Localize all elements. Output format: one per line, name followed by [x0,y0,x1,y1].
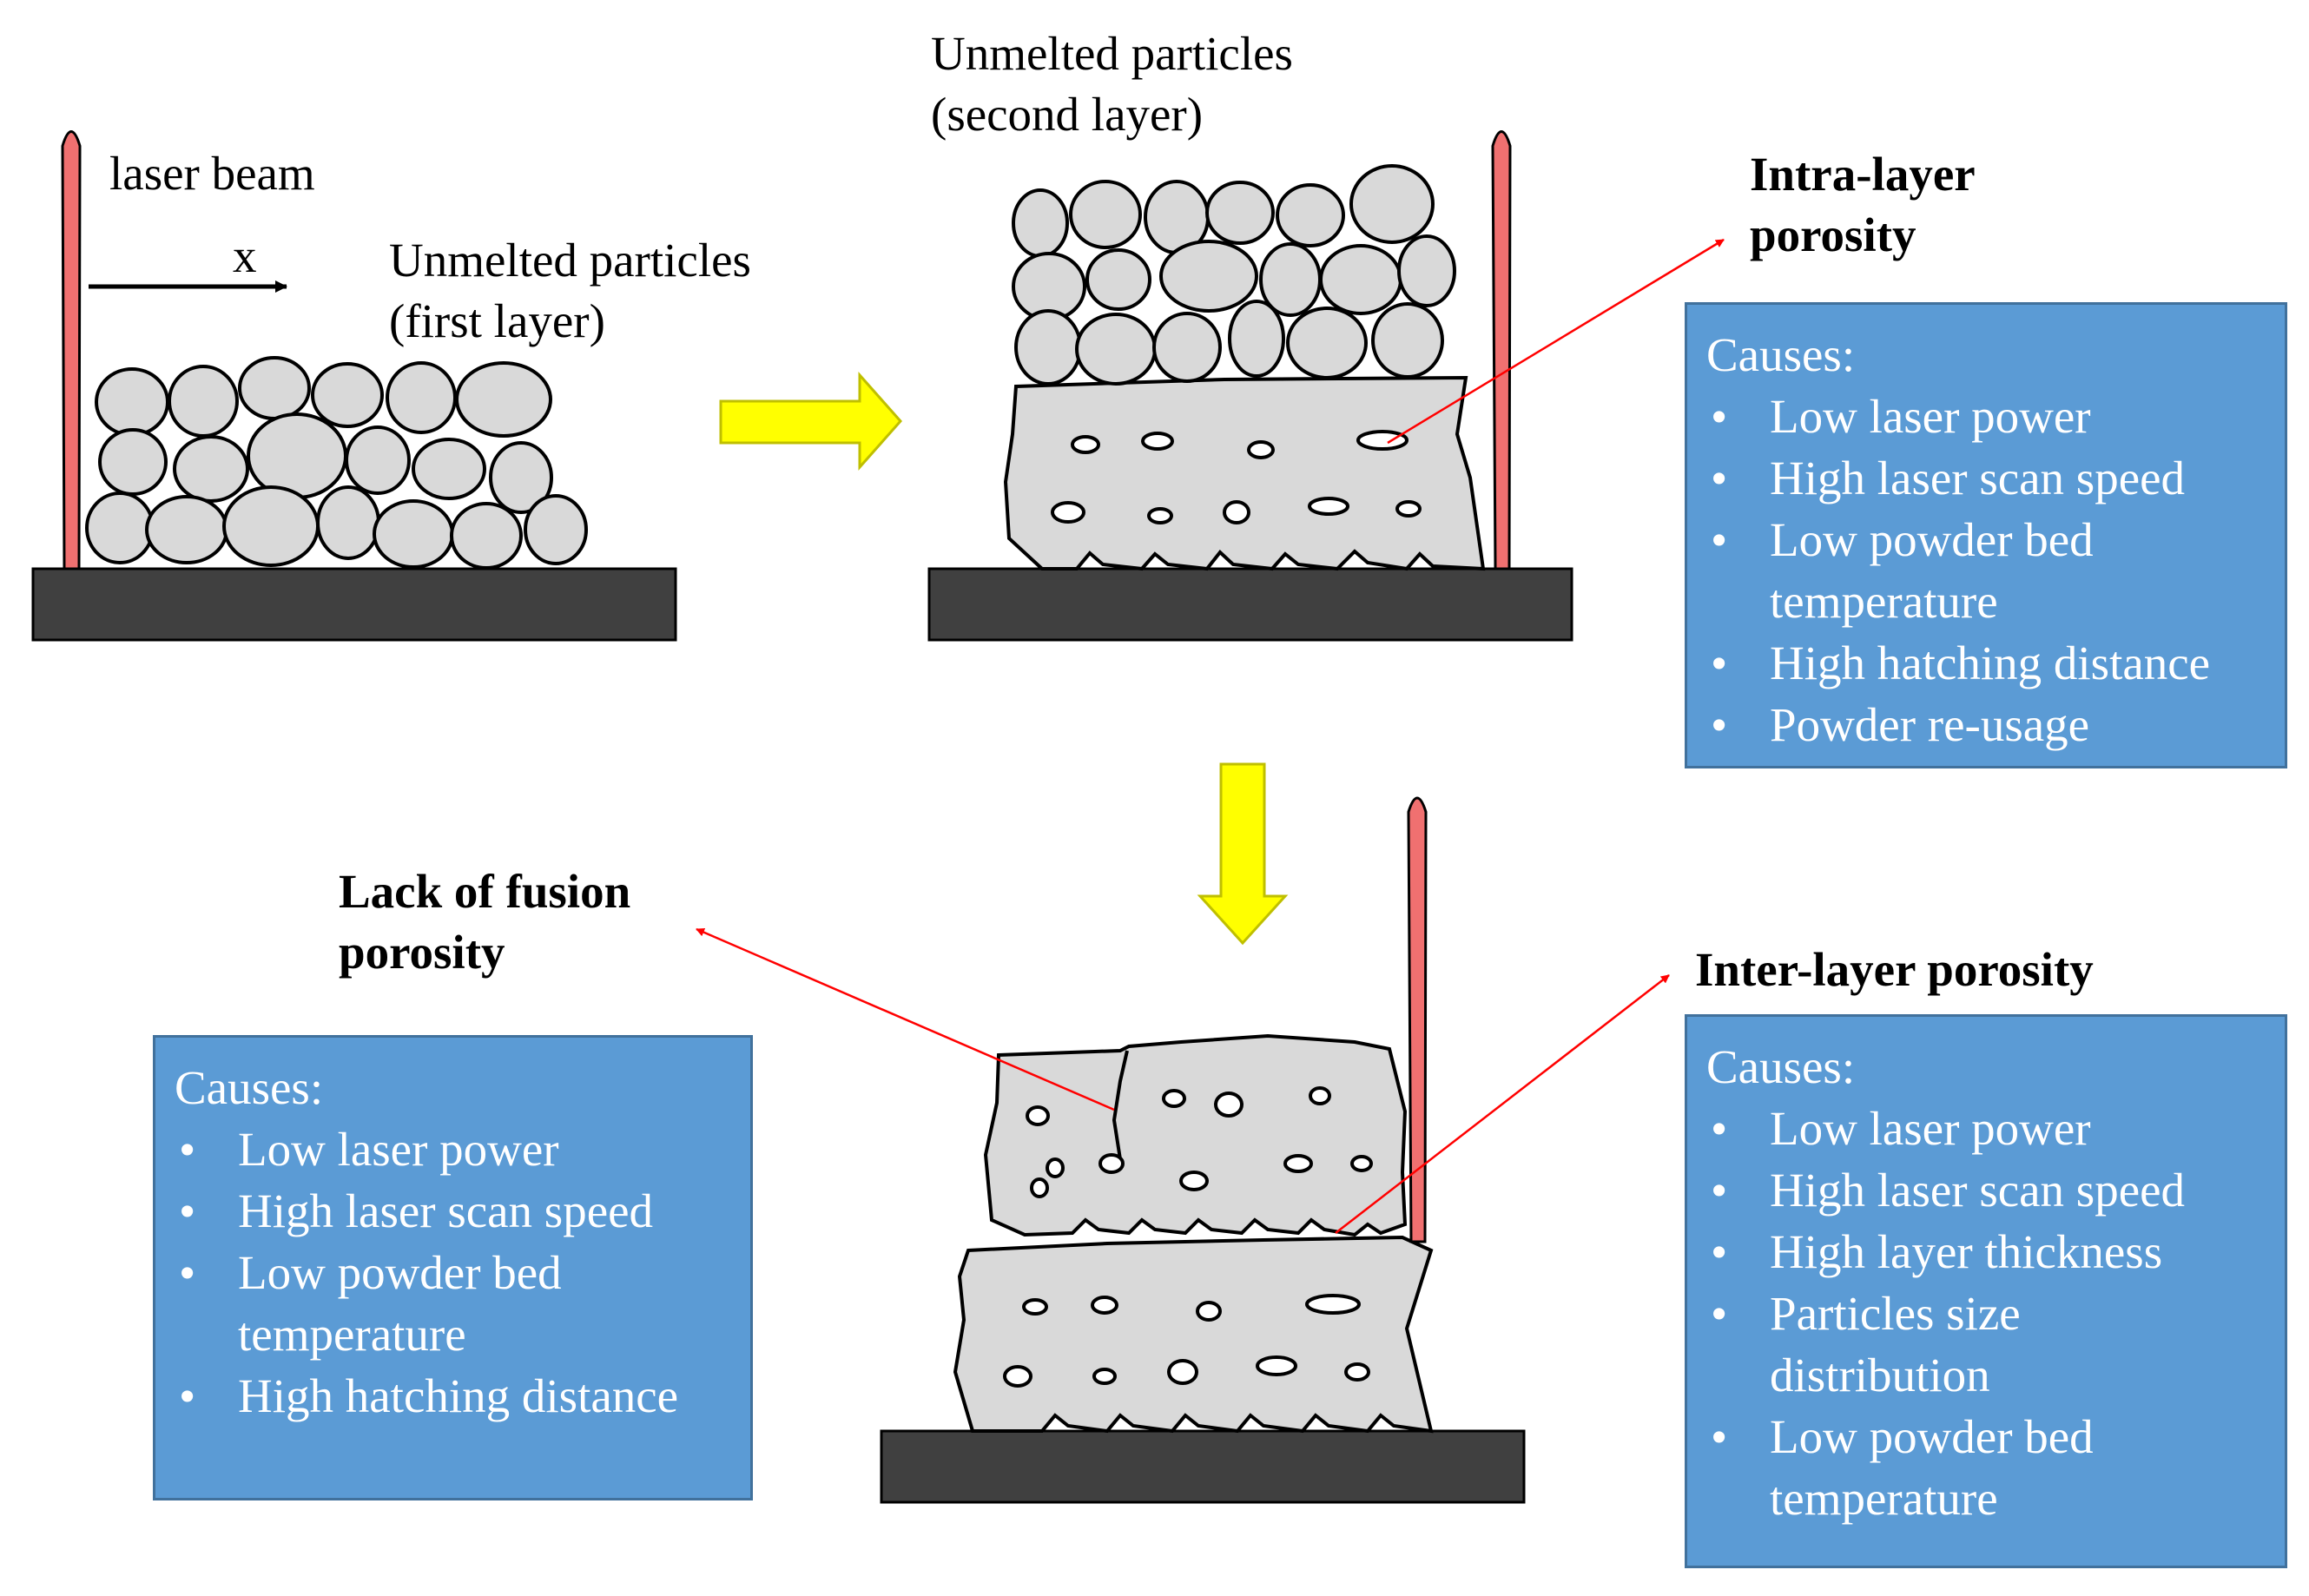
intra-layer-pointer [1387,238,1725,445]
lack-title-line-2: porosity [339,926,505,979]
laser-beam-2 [1491,130,1512,570]
laser-beam-3 [1407,796,1428,1243]
intra-causes-header: Causes: [1706,328,1856,381]
lower-layer-pores [1003,1294,1370,1388]
laser-beam-label: laser beam [109,147,315,200]
inter-layer-causes-box: Causes: Low laser power High laser scan … [1685,1014,2287,1568]
melted-layer-lower [953,1235,1434,1434]
lack-cause-item: High laser scan speed [175,1180,750,1242]
inter-cause-item: Low laser power [1706,1098,2285,1159]
lack-of-fusion-pointer [696,927,1115,1111]
lack-causes-header: Causes: [175,1061,324,1114]
inter-causes-list: Low laser power High laser scan speed Hi… [1706,1098,2285,1529]
lack-of-fusion-title: Lack of fusion porosity [339,861,630,983]
inter-cause-item: High laser scan speed [1706,1159,2285,1221]
intra-cause-item: Powder re-usage [1706,694,2285,755]
process-arrow-down [1197,762,1289,946]
inter-cause-item: Low powder bed temperature [1706,1406,2134,1529]
stage-1 [31,130,677,642]
intra-layer-title: Intra-layer porosity [1750,144,1976,266]
melted-layer-upper [983,1033,1408,1237]
unmelted-first-line-2: (first layer) [389,294,605,347]
x-axis-label: x [233,229,257,282]
powder-particles-first-layer [85,356,588,570]
intra-title-line-1: Intra-layer [1750,148,1976,201]
inter-causes-header: Causes: [1706,1040,1856,1093]
inter-layer-title: Inter-layer porosity [1695,943,2094,996]
inter-layer-pointer [1335,974,1670,1234]
build-platform-2 [927,567,1573,642]
upper-layer-pores [1026,1086,1373,1198]
laser-beam-1 [61,130,82,570]
intra-layer-pores [1051,430,1422,524]
lack-cause-item: High hatching distance [175,1365,750,1427]
intra-cause-item: Low laser power [1706,386,2285,447]
unmelted-second-line-2: (second layer) [931,88,1204,141]
lack-of-fusion-causes-box: Causes: Low laser power High laser scan … [153,1035,753,1500]
intra-cause-item: High laser scan speed [1706,447,2285,509]
inter-cause-item: Particles size distribution [1706,1283,2065,1406]
stage-3 [880,796,1526,1504]
powder-particles-second-layer [1012,164,1456,386]
lack-cause-item: Low powder bed temperature [175,1242,603,1365]
intra-cause-item: Low powder bed temperature [1706,509,2134,632]
lack-causes-list: Low laser power High laser scan speed Lo… [175,1118,750,1427]
unmelted-first-label: Unmelted particles (first layer) [389,230,751,352]
build-platform-1 [31,567,677,642]
process-arrow-right [719,372,903,471]
build-platform-3 [880,1429,1526,1504]
intra-layer-causes-box: Causes: Low laser power High laser scan … [1685,302,2287,768]
unmelted-second-label: Unmelted particles (second layer) [931,23,1293,145]
inter-cause-item: High layer thickness [1706,1221,2285,1283]
melted-layer-1 [1003,375,1486,571]
unmelted-second-line-1: Unmelted particles [931,27,1293,80]
lack-title-line-1: Lack of fusion [339,865,631,918]
intra-cause-item: High hatching distance [1706,632,2285,694]
stage-2 [927,130,1573,642]
intra-title-line-2: porosity [1750,208,1916,261]
unmelted-first-line-1: Unmelted particles [389,234,751,287]
lack-cause-item: Low laser power [175,1118,750,1180]
intra-causes-list: Low laser power High laser scan speed Lo… [1706,386,2285,755]
